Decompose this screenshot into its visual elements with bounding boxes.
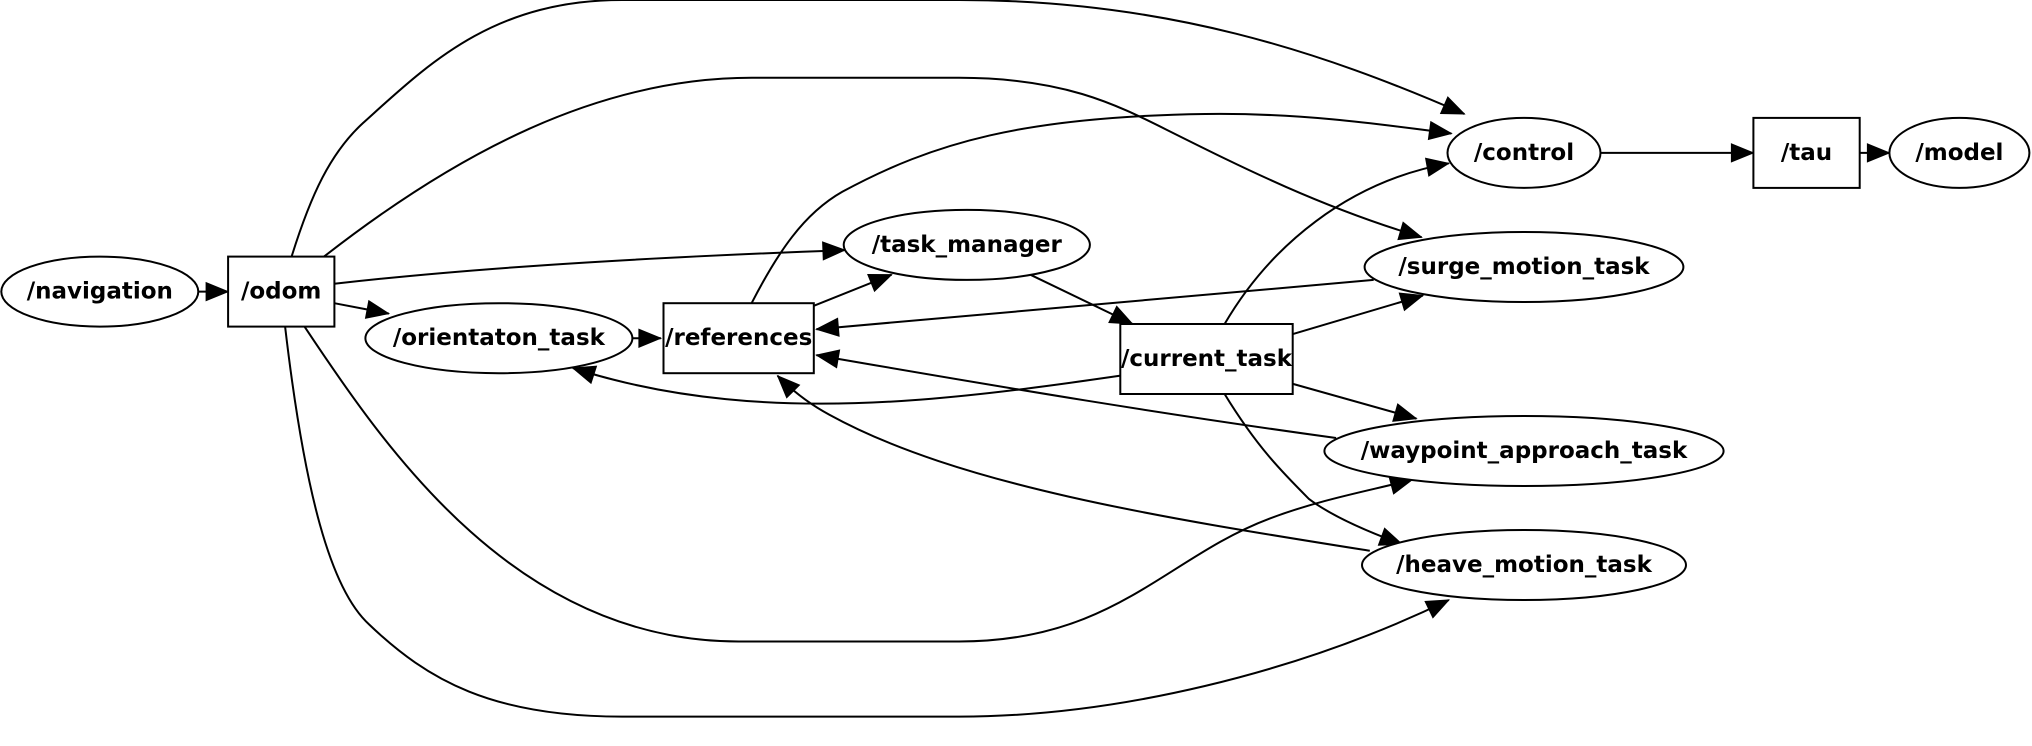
edge-waypoint_approach_task-to-references [815, 349, 1337, 439]
node-ellipse [1888, 116, 2031, 189]
arrowhead [1424, 599, 1450, 619]
node-ellipse [1446, 116, 1602, 189]
node-label: /odom [241, 279, 321, 305]
node-current_task: /current_task [1119, 323, 1294, 395]
node-label: /control [1474, 140, 1574, 166]
edge-current_task-to-orientaton_task [571, 365, 1120, 405]
arrowhead [822, 241, 847, 261]
node-ellipse [364, 302, 634, 375]
edge-tau-to-model [1859, 143, 1891, 163]
edge-task_manager-to-current_task [1029, 273, 1134, 325]
node-label: /model [1915, 140, 2003, 166]
nodes-layer: /navigation/odom/orientaton_task/referen… [0, 116, 2031, 601]
arrowhead [638, 328, 663, 348]
arrowhead [1730, 143, 1755, 163]
edge-line [290, 0, 1465, 257]
edge-line [1223, 162, 1449, 325]
node-label: /tau [1781, 140, 1832, 166]
node-navigation: /navigation [0, 255, 200, 328]
edge-odom-to-task_manager [334, 241, 847, 285]
node-control: /control [1446, 116, 1602, 189]
node-label: /heave_motion_task [1396, 552, 1653, 578]
edge-heave_motion_task-to-references [776, 374, 1370, 552]
node-ellipse [1323, 415, 1725, 487]
node-label: /surge_motion_task [1398, 254, 1650, 280]
edge-current_task-to-control [1223, 157, 1451, 325]
node-box [662, 302, 815, 375]
edge-line [334, 249, 845, 285]
node-label: /waypoint_approach_task [1361, 438, 1688, 464]
node-label: /current_task [1121, 346, 1293, 372]
edge-odom-to-surge_motion_task [323, 76, 1423, 258]
node-references: /references [662, 302, 815, 375]
node-model: /model [1888, 116, 2031, 189]
edge-line [1223, 393, 1403, 546]
edge-current_task-to-waypoint_approach_task [1291, 382, 1418, 422]
arrowhead [1398, 292, 1425, 312]
node-task_manager: /task_manager [842, 208, 1091, 281]
arrowhead [815, 349, 841, 369]
edge-orientaton_task-to-references [632, 328, 663, 348]
edge-odom-to-control [290, 0, 1466, 257]
node-label: /task_manager [872, 232, 1063, 258]
arrowhead [867, 273, 893, 293]
edge-line [816, 278, 1374, 331]
node-heave_motion_task: /heave_motion_task [1361, 529, 1687, 601]
arrowhead [1424, 157, 1451, 177]
arrowhead [1392, 403, 1418, 422]
edge-line [776, 375, 1370, 552]
edge-navigation-to-odom [198, 281, 230, 302]
arrowhead [571, 365, 598, 385]
edge-references-to-control [750, 112, 1453, 304]
node-odom: /odom [227, 255, 336, 328]
edge-line [284, 326, 1450, 718]
node-ellipse [0, 255, 200, 328]
arrowhead [815, 317, 840, 337]
edges-layer [198, 0, 1891, 718]
arrowhead [1397, 221, 1423, 241]
arrowhead [205, 281, 230, 302]
node-tau: /tau [1752, 116, 1861, 189]
arrowhead [1439, 96, 1466, 115]
node-surge_motion_task: /surge_motion_task [1363, 231, 1685, 303]
node-ellipse [1361, 529, 1687, 601]
arrowhead [364, 299, 391, 319]
node-label: /references [665, 325, 812, 351]
edge-line [750, 112, 1452, 304]
node-box [1119, 323, 1294, 395]
node-orientaton_task: /orientaton_task [364, 302, 634, 375]
arrowhead [1108, 305, 1134, 325]
node-label: /orientaton_task [393, 325, 606, 351]
arrowhead [1866, 143, 1891, 163]
edge-odom-to-heave_motion_task [284, 326, 1450, 718]
edge-surge_motion_task-to-references [815, 278, 1374, 337]
edge-line [323, 76, 1422, 258]
node-box [227, 255, 336, 328]
arrowhead [776, 374, 801, 399]
edge-line [303, 326, 1413, 643]
edge-line [572, 367, 1120, 405]
edge-line [816, 354, 1337, 439]
edge-current_task-to-surge_motion_task [1291, 292, 1425, 336]
edge-references-to-task_manager [813, 273, 893, 307]
node-box [1752, 116, 1861, 189]
node-waypoint_approach_task: /waypoint_approach_task [1323, 415, 1725, 487]
node-label: /navigation [27, 279, 173, 305]
edge-control-to-tau [1600, 143, 1755, 163]
arrowhead [1427, 120, 1453, 141]
edge-odom-to-orientaton_task [334, 299, 391, 319]
edge-line [1291, 294, 1424, 336]
node-ellipse [842, 208, 1091, 281]
node-ellipse [1363, 231, 1685, 303]
